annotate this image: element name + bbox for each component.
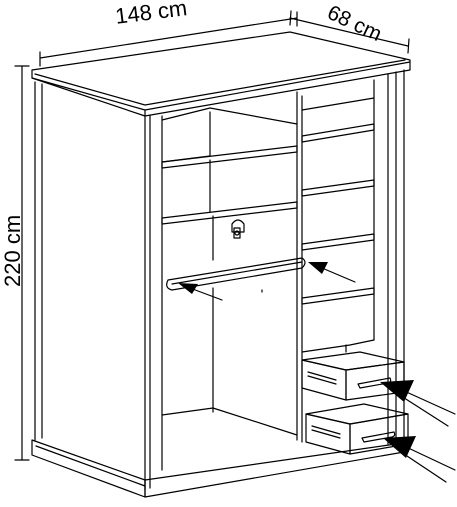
depth-dimension-line bbox=[289, 10, 410, 54]
right-compartment bbox=[301, 79, 375, 443]
width-dimension-line bbox=[39, 11, 298, 67]
height-dimension-line bbox=[14, 65, 30, 461]
arrow-to-upper-drawer bbox=[380, 380, 456, 427]
wardrobe-carcass bbox=[34, 69, 405, 491]
arrow-to-hanging-rail bbox=[178, 283, 223, 301]
height-dimension-label: 220 cm bbox=[0, 214, 25, 287]
crown-molding bbox=[31, 31, 411, 117]
arrow-to-lower-drawer bbox=[383, 436, 456, 483]
plinth bbox=[31, 439, 405, 498]
upper-drawer[interactable] bbox=[301, 351, 405, 401]
drawer-handle-icon bbox=[361, 431, 396, 443]
arrow-to-shelf bbox=[308, 262, 356, 283]
lower-drawer[interactable] bbox=[305, 403, 409, 455]
left-compartment bbox=[161, 91, 298, 471]
lock-icon bbox=[231, 219, 245, 239]
